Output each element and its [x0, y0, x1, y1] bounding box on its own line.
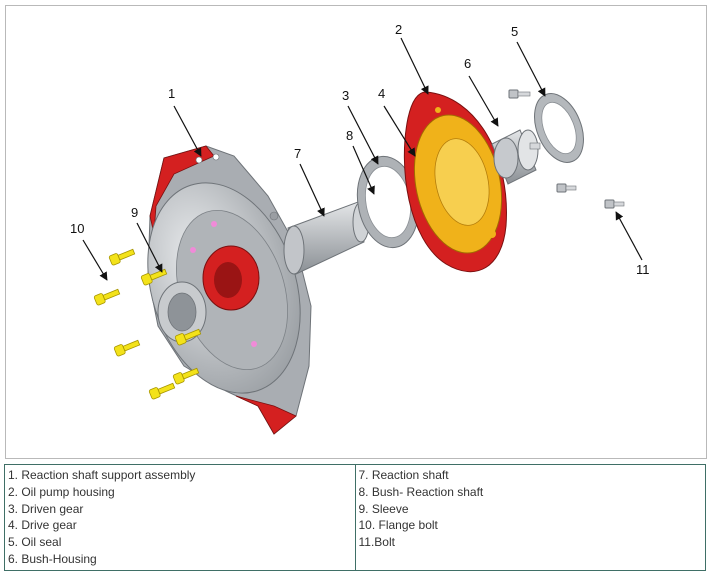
reaction-shaft [283, 201, 370, 275]
legend-right-column: 7. Reaction shaft 8. Bush- Reaction shaf… [354, 464, 706, 571]
callout-2: 2 [395, 22, 402, 37]
legend-item: 2. Oil pump housing [8, 484, 115, 499]
legend-item: 6. Bush-Housing [8, 551, 97, 566]
legend-item: 11.Bolt [358, 535, 395, 550]
bush-housing [491, 129, 539, 185]
leader-5 [516, 41, 546, 97]
callout-7: 7 [294, 146, 301, 161]
flange-bolts-10 [93, 248, 202, 400]
reaction-shaft-support-assembly [147, 145, 312, 435]
legend-item: 7. Reaction shaft [358, 468, 449, 482]
callout-8: 8 [346, 128, 353, 143]
legend-item: 10. Flange bolt [358, 518, 438, 533]
callout-11: 11 [636, 262, 650, 277]
callout-10: 10 [70, 221, 84, 236]
legend-left-column: 1. Reaction shaft support assembly 2. Oi… [4, 464, 356, 571]
legend-item: 5. Oil seal [8, 535, 62, 550]
leader-2 [400, 37, 429, 95]
leader-7 [299, 163, 325, 217]
callout-4: 4 [378, 86, 385, 101]
legend-item: 8. Bush- Reaction shaft [358, 484, 484, 499]
legend-item: 4. Drive gear [8, 518, 77, 533]
callout-labels: 1 2 3 4 5 6 7 8 9 10 11 [70, 22, 650, 277]
leader-lines [82, 37, 643, 281]
parts-legend-table: 1. Reaction shaft support assembly 2. Oi… [4, 464, 706, 571]
legend-item: 1. Reaction shaft support assembly [8, 468, 196, 482]
callout-1: 1 [168, 86, 175, 101]
leader-4 [383, 105, 416, 157]
leader-8 [352, 145, 375, 195]
callout-3: 3 [342, 88, 349, 103]
legend-item: 9. Sleeve [358, 501, 409, 516]
bolt-11 [508, 89, 625, 209]
callout-6: 6 [464, 56, 471, 71]
leader-3 [347, 105, 379, 165]
callout-5: 5 [511, 24, 518, 39]
oil-seal [534, 93, 584, 163]
callout-9: 9 [131, 205, 138, 220]
leader-6 [468, 75, 499, 127]
leader-10 [82, 239, 108, 281]
leader-11 [615, 211, 643, 261]
exploded-view-diagram: 1 2 3 4 5 6 7 8 9 10 11 [5, 5, 707, 459]
leader-1 [173, 105, 202, 157]
legend-item: 3. Driven gear [8, 501, 84, 516]
oil-pump-housing [403, 91, 507, 273]
leader-9 [136, 222, 163, 273]
